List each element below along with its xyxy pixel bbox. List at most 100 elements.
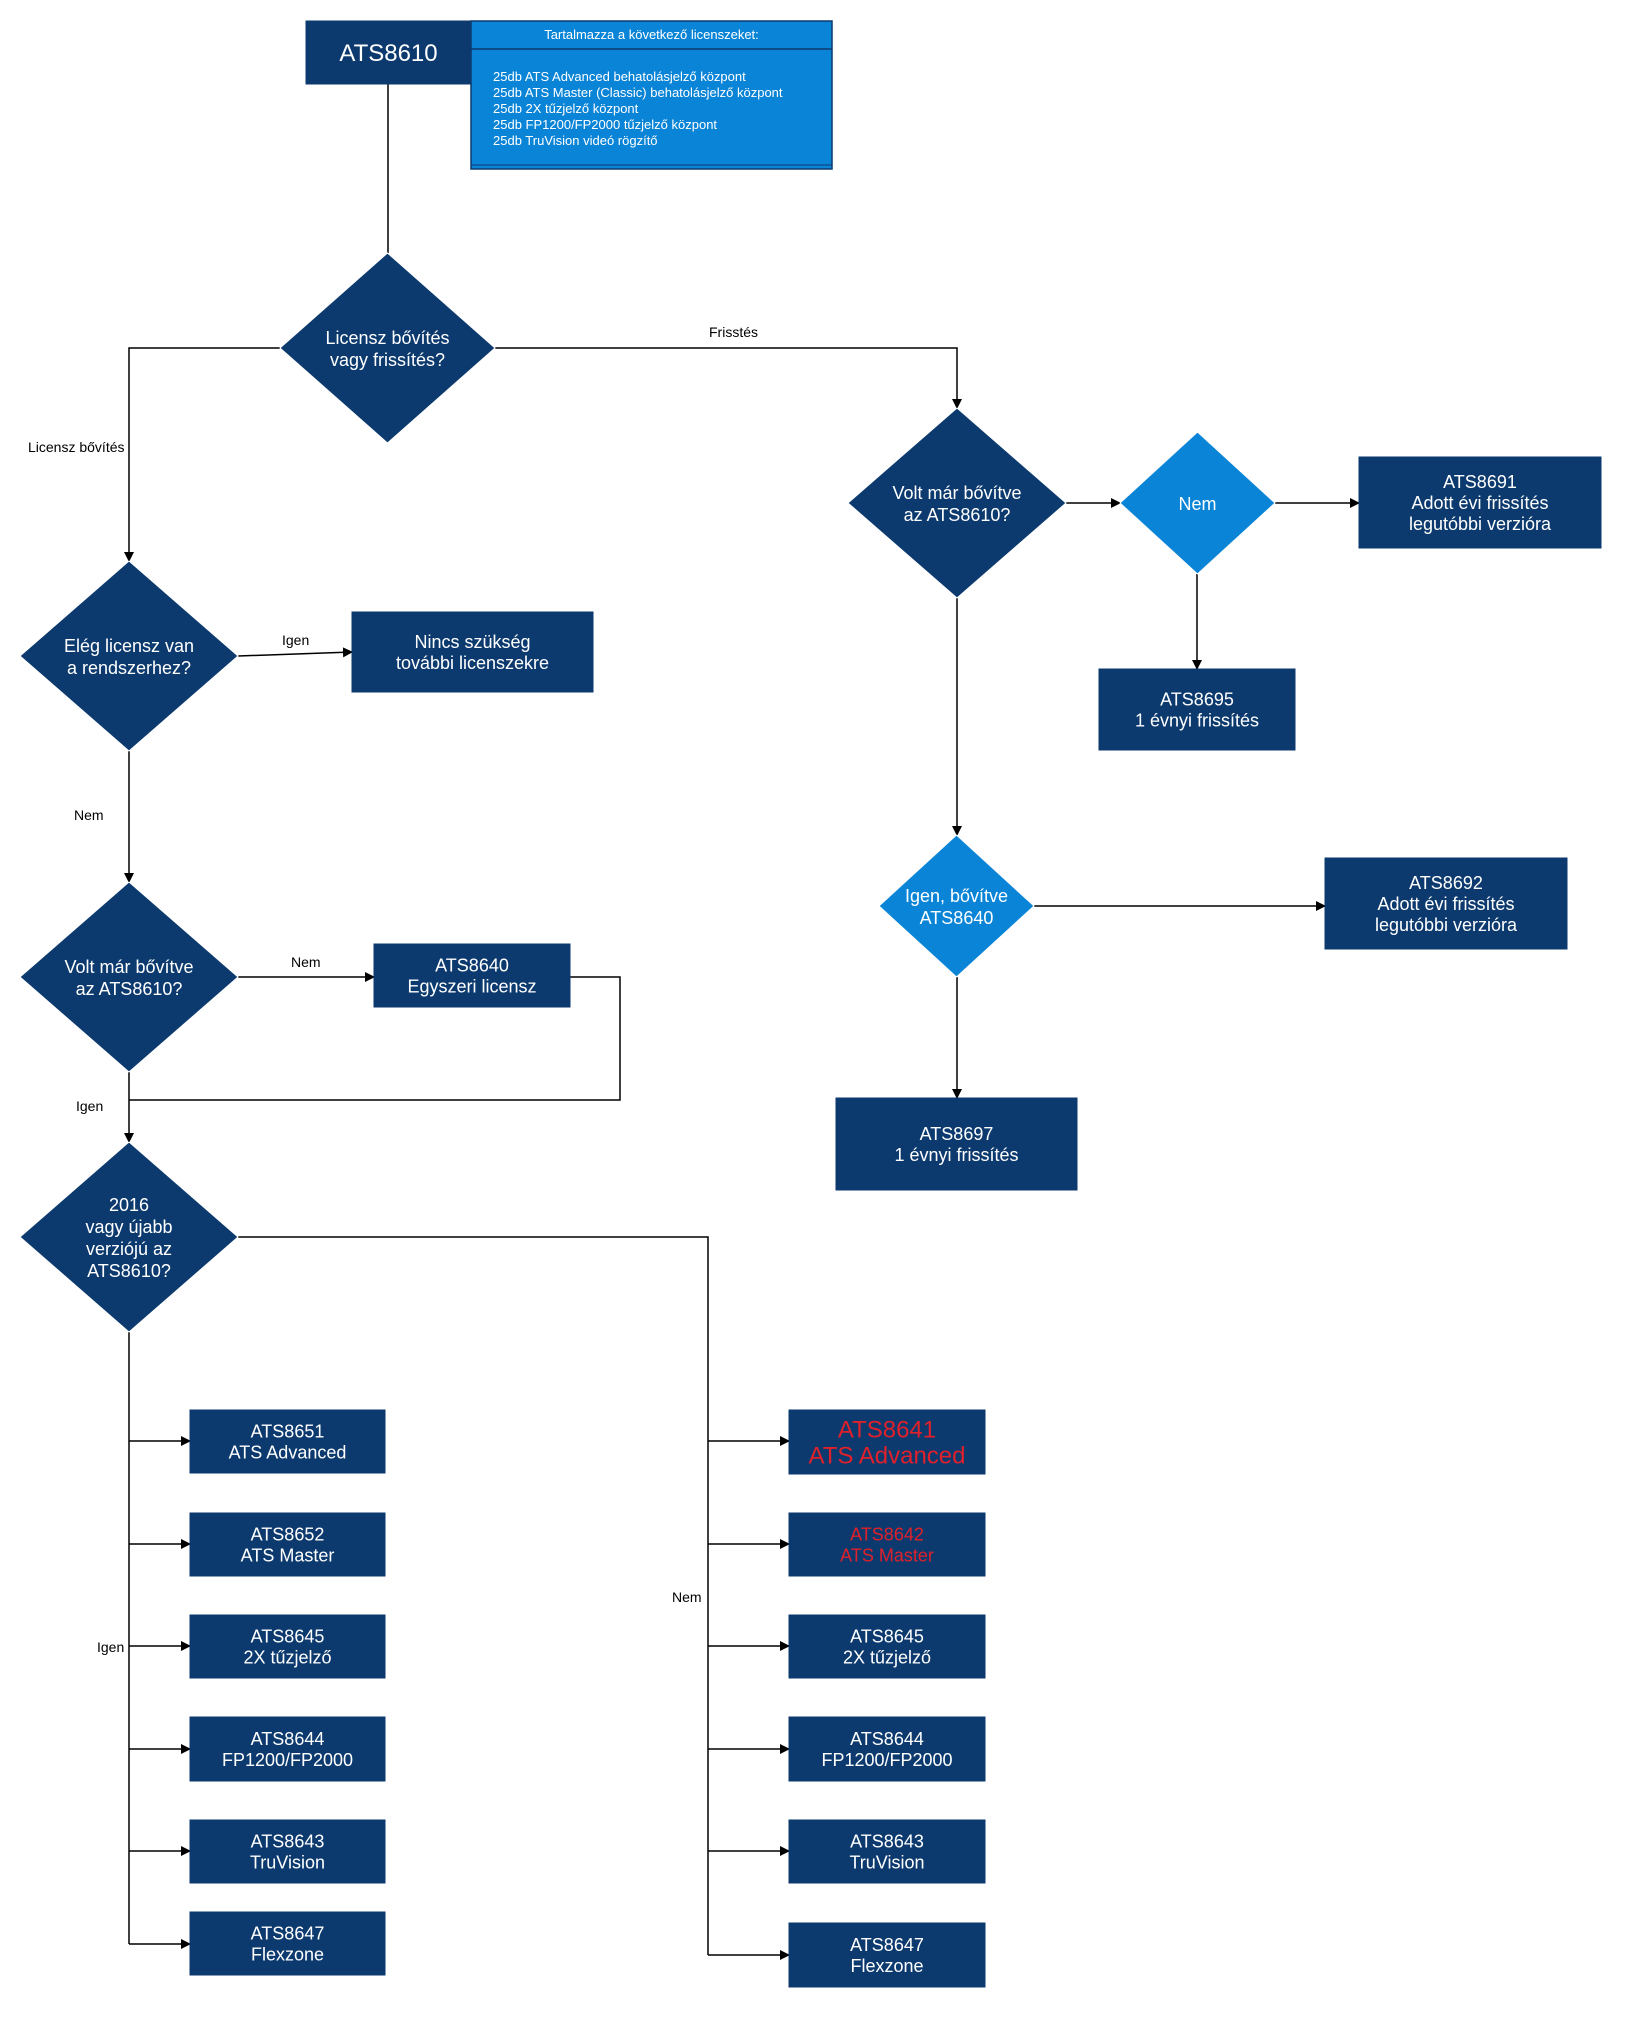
ats8651-label: ATS Advanced <box>229 1442 347 1462</box>
ats8691-label: ATS8691 <box>1443 472 1517 492</box>
d-enough-licenses-label: Elég licensz van <box>64 636 194 656</box>
e8-connector <box>129 976 621 1101</box>
nodes-layer: ATS8610 Tartalmazza a következő licenszek… <box>19 20 1602 1988</box>
ats8643-left-label: TruVision <box>250 1852 325 1872</box>
ats8642-shape <box>788 1512 986 1577</box>
ats8647-right-shape <box>788 1922 986 1988</box>
d-nem-label: Nem <box>1178 494 1216 514</box>
ats8645-left-label: 2X tűzjelző <box>243 1647 331 1667</box>
e3-label: Frisstés <box>709 324 758 340</box>
d-igen-bovitve-label: ATS8640 <box>920 908 994 928</box>
d-igen-bovitve-label: Igen, bővítve <box>905 886 1008 906</box>
ats8697-label: 1 évnyi frissítés <box>894 1145 1018 1165</box>
ats8691-label: Adott évi frissítés <box>1411 493 1548 513</box>
ats8652-label: ATS Master <box>241 1545 335 1565</box>
ats8697-label: ATS8697 <box>920 1124 994 1144</box>
included-licenses-item: 25db ATS Advanced behatolásjelző központ <box>493 69 746 84</box>
d-2016-version-label: ATS8610? <box>87 1261 171 1281</box>
ats8610-label: ATS8610 <box>339 40 437 67</box>
ats8640-single-shape <box>373 943 571 1008</box>
ats8643-left-shape <box>189 1819 386 1884</box>
d-expanded-right-shape <box>847 407 1067 599</box>
e2-connector <box>124 347 280 562</box>
edges-layer <box>124 84 1360 1960</box>
d-expanded-left-label: az ATS8610? <box>76 979 183 999</box>
d-expanded-right-label: Volt már bővítve <box>892 483 1021 503</box>
e4-connector <box>237 647 353 658</box>
ats8695-label: 1 évnyi frissítés <box>1135 710 1259 730</box>
included-licenses-item: 25db 2X tűzjelző központ <box>493 101 639 116</box>
edge-labels-layer: Licensz bővítésFrisstésIgenNemNemIgenIge… <box>28 324 758 1655</box>
d-nem-node: Nem <box>1119 431 1276 575</box>
ats8642-label: ATS Master <box>840 1545 934 1565</box>
d-expand-or-upgrade-shape <box>279 252 496 444</box>
ats8642-label: ATS8642 <box>850 1524 924 1544</box>
ats8692-shape <box>1324 857 1568 950</box>
ats8645-right-label: 2X tűzjelző <box>843 1647 931 1667</box>
ats8645-right-shape <box>788 1614 986 1679</box>
ats8644-right-shape <box>788 1716 986 1782</box>
ats8643-right-label: TruVision <box>849 1852 924 1872</box>
ats8652-label: ATS8652 <box>251 1524 325 1544</box>
ats8644-left-label: ATS8644 <box>251 1729 325 1749</box>
ats8644-left-shape <box>189 1716 386 1782</box>
ats8641-label: ATS8641 <box>838 1417 936 1444</box>
ats8695-label: ATS8695 <box>1160 689 1234 709</box>
ats8645-right-label: ATS8645 <box>850 1626 924 1646</box>
ats8645-left-label: ATS8645 <box>251 1626 325 1646</box>
ats8692-label: ATS8692 <box>1409 873 1483 893</box>
d-expand-or-upgrade-label: vagy frissítés? <box>330 350 445 370</box>
included-licenses-shape <box>470 20 833 170</box>
d-enough-licenses-shape <box>19 560 239 752</box>
ats8643-right-shape <box>788 1819 986 1884</box>
ats8643-left-label: ATS8643 <box>251 1831 325 1851</box>
d-2016-version-label: verziójú az <box>86 1239 172 1259</box>
d-enough-licenses-label: a rendszerhez? <box>67 658 191 678</box>
d-expanded-left-label: Volt már bővítve <box>64 957 193 977</box>
ats8697-shape <box>835 1097 1078 1191</box>
included-licenses-item: 25db ATS Master (Classic) behatolásjelző… <box>493 85 783 100</box>
d-2016-version-label: 2016 <box>109 1195 149 1215</box>
ats8610-shape <box>305 20 472 85</box>
ats8641-shape <box>788 1409 986 1475</box>
ats8647-left-label: Flexzone <box>251 1944 324 1964</box>
included-licenses-header: Tartalmazza a következő licenszeket: <box>544 27 759 42</box>
e16-label: Nem <box>672 1589 702 1605</box>
ats8644-left-label: FP1200/FP2000 <box>222 1750 353 1770</box>
ats8644-right-label: ATS8644 <box>850 1729 924 1749</box>
ats8644-right-label: FP1200/FP2000 <box>821 1750 952 1770</box>
d-expanded-right-label: az ATS8610? <box>904 505 1011 525</box>
no-more-licenses-shape <box>351 611 594 693</box>
d-2016-version-label: vagy újabb <box>85 1217 172 1237</box>
e16-connector <box>238 1236 709 1955</box>
e5-label: Nem <box>74 807 104 823</box>
ats8647-left-label: ATS8647 <box>251 1923 325 1943</box>
e2-label: Licensz bővítés <box>28 439 125 455</box>
d-nem-shape <box>1119 431 1276 575</box>
ats8692-label: Adott évi frissítés <box>1377 894 1514 914</box>
no-more-licenses-label: további licenszekre <box>396 653 549 673</box>
ats8640-single-label: ATS8640 <box>435 955 509 975</box>
d-2016-version-shape <box>19 1141 239 1333</box>
ats8647-right-label: ATS8647 <box>850 1935 924 1955</box>
ats8641-label: ATS Advanced <box>809 1443 966 1470</box>
